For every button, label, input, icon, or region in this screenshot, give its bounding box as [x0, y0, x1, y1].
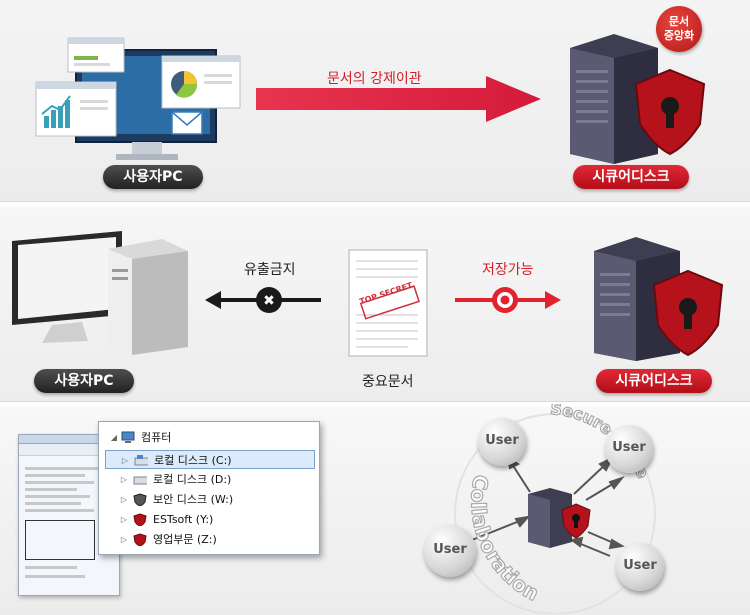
collaboration-diagram: Collaboration Secure office — [454, 404, 656, 614]
svg-text:✖: ✖ — [263, 293, 275, 309]
tree-item-label: ESTsoft (Y:) — [153, 513, 214, 526]
expand-arrow-icon: ▷ — [120, 495, 128, 504]
tree-item-label: 영업부문 (Z:) — [153, 533, 217, 546]
secure-disk-server-illustration — [570, 34, 706, 164]
allowed-arrow-icon — [455, 287, 561, 313]
tree-item-drive-c[interactable]: ▷ 로컬 디스크 (C:) — [105, 450, 315, 469]
shield-red-icon — [133, 513, 147, 526]
storage-allowed-label: 저장가능 — [482, 262, 534, 278]
shield-red-icon — [133, 533, 147, 546]
user-pc-label: 사용자PC — [103, 165, 203, 189]
user-pc-desktop-illustration — [12, 231, 188, 355]
panel-forced-transfer: 문서의 강제이관 문서 중앙화 사용자PC 시큐어디스크 — [0, 0, 750, 202]
secure-disk-server-illustration-2 — [594, 237, 724, 361]
drive-icon — [134, 455, 148, 466]
secure-disk-label: 시큐어디스크 — [573, 165, 689, 189]
user-pc-label-2: 사용자PC — [34, 369, 134, 393]
highlighted-drive-group — [25, 520, 95, 560]
collapse-arrow-icon[interactable]: ◢ — [110, 433, 118, 442]
tree-item-label: 로컬 디스크 (D:) — [153, 473, 232, 486]
important-document-illustration — [348, 249, 428, 357]
user-pc-monitor-illustration — [35, 37, 241, 160]
expand-arrow-icon: ▷ — [120, 515, 128, 524]
window-toolbar — [19, 444, 119, 456]
important-document-label: 중요문서 — [362, 374, 414, 390]
forced-transfer-label: 문서의 강제이관 — [327, 71, 422, 87]
user-node-1: User — [478, 418, 526, 466]
blocked-arrow-icon: ✖ — [205, 287, 321, 313]
tree-item-drive-z[interactable]: ▷ 영업부문 (Z:) — [99, 530, 319, 549]
tree-item-drive-w[interactable]: ▷ 보안 디스크 (W:) — [99, 490, 319, 509]
explorer-tree-zoom: ◢ 컴퓨터 ▷ 로컬 디스크 (C:) ▷ 로컬 디스크 (D:) ▷ 보안 디… — [98, 421, 320, 555]
user-node-3: User — [424, 525, 476, 577]
badge-line2: 중앙화 — [663, 29, 695, 42]
badge-line1: 문서 — [668, 15, 690, 28]
tree-row-computer[interactable]: ◢ 컴퓨터 — [99, 428, 319, 447]
secure-disk-label-2: 시큐어디스크 — [596, 369, 712, 393]
shield-drive-icon — [133, 493, 147, 506]
computer-icon — [121, 431, 135, 443]
transfer-arrow-icon — [256, 76, 541, 122]
tree-item-drive-d[interactable]: ▷ 로컬 디스크 (D:) — [99, 470, 319, 489]
tree-item-label: 로컬 디스크 (C:) — [154, 454, 232, 467]
panel-leak-prevention: 유출금지 ✖ TOP SECRET 중요문서 저장가능 — [0, 207, 750, 402]
window-tree — [25, 463, 111, 582]
window-titlebar — [19, 435, 119, 444]
user-node-2: User — [605, 425, 653, 473]
tree-item-label: 보안 디스크 (W:) — [153, 493, 234, 506]
tree-root-label: 컴퓨터 — [141, 431, 172, 444]
drive-icon — [133, 476, 147, 485]
expand-arrow-icon: ▷ — [121, 456, 129, 465]
user-node-4: User — [616, 543, 664, 591]
expand-arrow-icon: ▷ — [120, 475, 128, 484]
leak-block-label: 유출금지 — [244, 262, 296, 278]
tree-item-drive-y[interactable]: ▷ ESTsoft (Y:) — [99, 510, 319, 529]
expand-arrow-icon: ▷ — [120, 535, 128, 544]
centralization-badge: 문서 중앙화 — [656, 6, 702, 52]
